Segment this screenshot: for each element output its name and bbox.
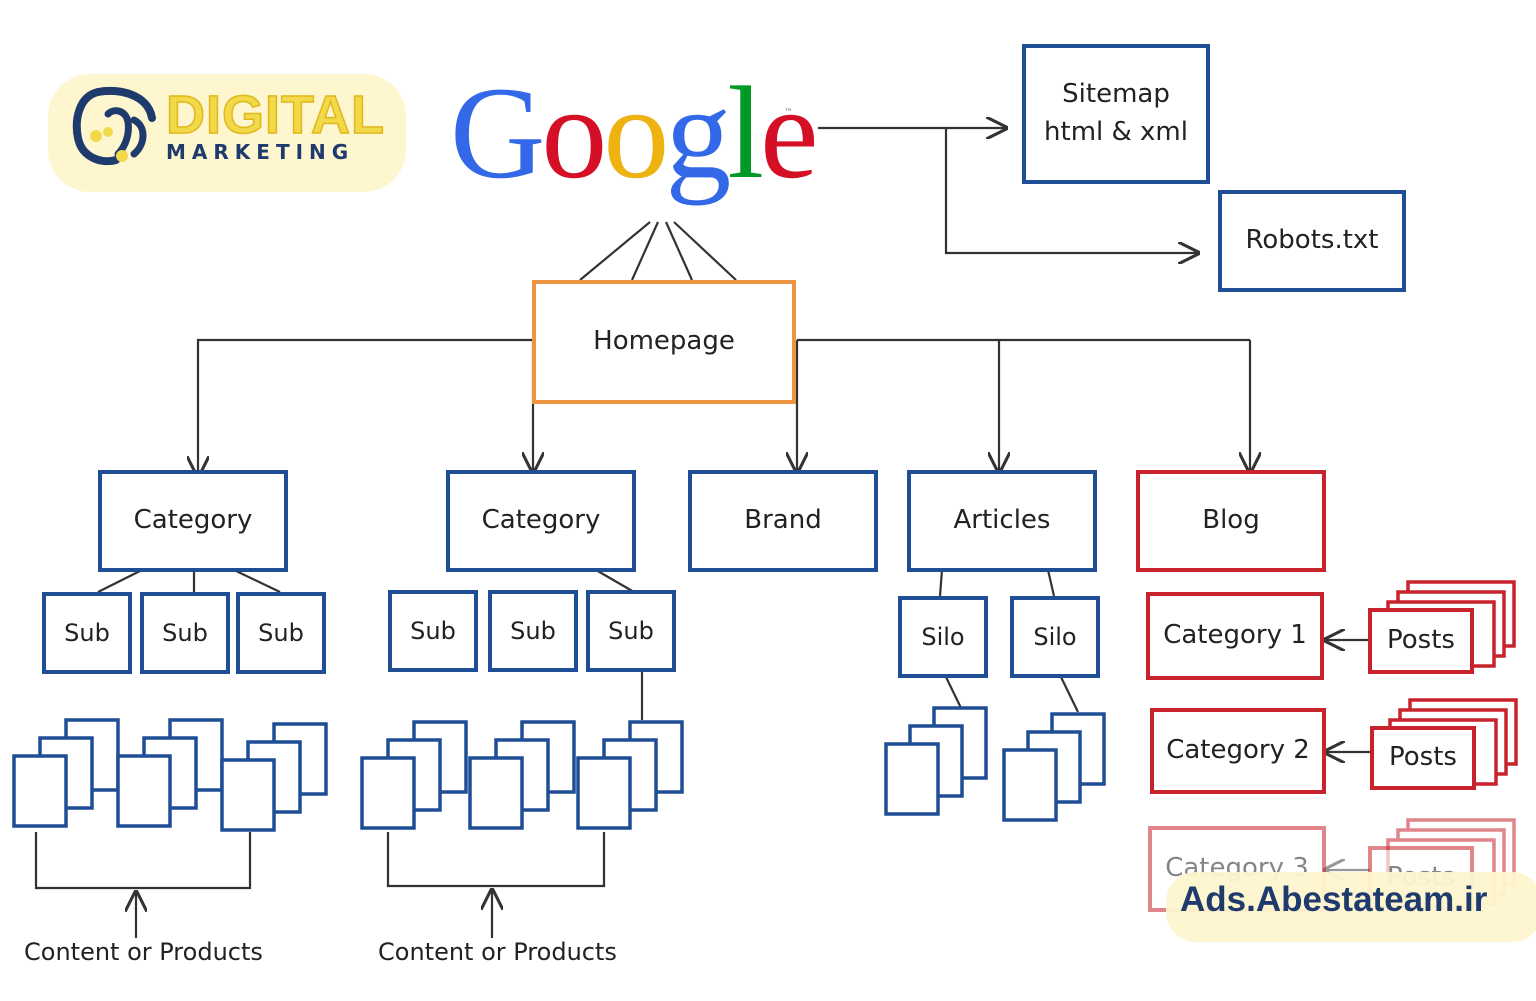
articles-node: Articles — [907, 470, 1097, 572]
document-icon — [576, 756, 632, 830]
google-letter: e — [760, 59, 819, 206]
document-icon — [468, 756, 524, 830]
homepage-node: Homepage — [532, 280, 796, 404]
sub-node: Sub — [140, 592, 230, 674]
blog-category-node: Category 1 — [1146, 592, 1324, 680]
content-caption: Content or Products — [378, 938, 617, 966]
silo-node: Silo — [1010, 596, 1100, 678]
sub-node: Sub — [586, 590, 676, 672]
blog-category-label: Category 1 — [1163, 620, 1307, 651]
robots-label: Robots.txt — [1245, 225, 1379, 256]
category-node: Category — [98, 470, 288, 572]
sitemap-label: Sitemap — [1062, 79, 1170, 110]
posts-node: Posts — [1368, 608, 1474, 674]
silo-node: Silo — [898, 596, 988, 678]
arrow-home-category-a — [198, 338, 533, 476]
arrow-google-robots — [944, 128, 1198, 253]
sub-node: Sub — [388, 590, 478, 672]
robots-node: Robots.txt — [1218, 190, 1406, 292]
document-icon — [884, 742, 940, 816]
content-caption: Content or Products — [24, 938, 263, 966]
brand-label: Brand — [744, 505, 822, 536]
sub-node: Sub — [42, 592, 132, 674]
logo-title: DIGITAL — [165, 84, 385, 146]
trademark-mark: ™ — [784, 108, 793, 118]
silo-label: Silo — [921, 623, 965, 651]
posts-label: Posts — [1387, 625, 1455, 656]
document-icon — [360, 756, 416, 830]
silo-label: Silo — [1033, 623, 1077, 651]
watermark-text: Ads.Abestateam.ir — [1180, 880, 1488, 919]
dm-logo-icon — [72, 86, 156, 166]
homepage-label: Homepage — [593, 326, 735, 357]
sub-node: Sub — [236, 592, 326, 674]
document-icon — [116, 754, 172, 828]
sub-label: Sub — [162, 619, 208, 647]
google-letter: g — [665, 59, 731, 206]
blog-label: Blog — [1202, 505, 1260, 536]
sub-node: Sub — [488, 590, 578, 672]
category-label: Category — [133, 505, 253, 536]
sub-label: Sub — [258, 619, 304, 647]
google-logo: Google — [450, 56, 819, 209]
sub-label: Sub — [608, 617, 654, 645]
articles-label: Articles — [953, 505, 1051, 536]
logo-subtitle: MARKETING — [166, 140, 355, 164]
brand-node: Brand — [688, 470, 878, 572]
document-icon — [220, 758, 276, 832]
google-letter: G — [450, 59, 545, 206]
sub-label: Sub — [64, 619, 110, 647]
blog-category-node: Category 2 — [1150, 708, 1326, 794]
posts-node: Posts — [1370, 726, 1476, 790]
blog-node: Blog — [1136, 470, 1326, 572]
category-label: Category — [481, 505, 601, 536]
posts-label: Posts — [1389, 742, 1457, 773]
category-node: Category — [446, 470, 636, 572]
sub-label: Sub — [410, 617, 456, 645]
document-icon — [12, 754, 68, 828]
sub-label: Sub — [510, 617, 556, 645]
google-letter: o — [603, 59, 669, 206]
google-letter: o — [541, 59, 607, 206]
watermark-badge — [1166, 872, 1536, 942]
google-letter: l — [727, 59, 764, 206]
sitemap-node: Sitemap html & xml — [1022, 44, 1210, 184]
document-icon — [1002, 748, 1058, 822]
sitemap-label-formats: html & xml — [1044, 117, 1188, 147]
blog-category-label: Category 2 — [1166, 735, 1310, 766]
